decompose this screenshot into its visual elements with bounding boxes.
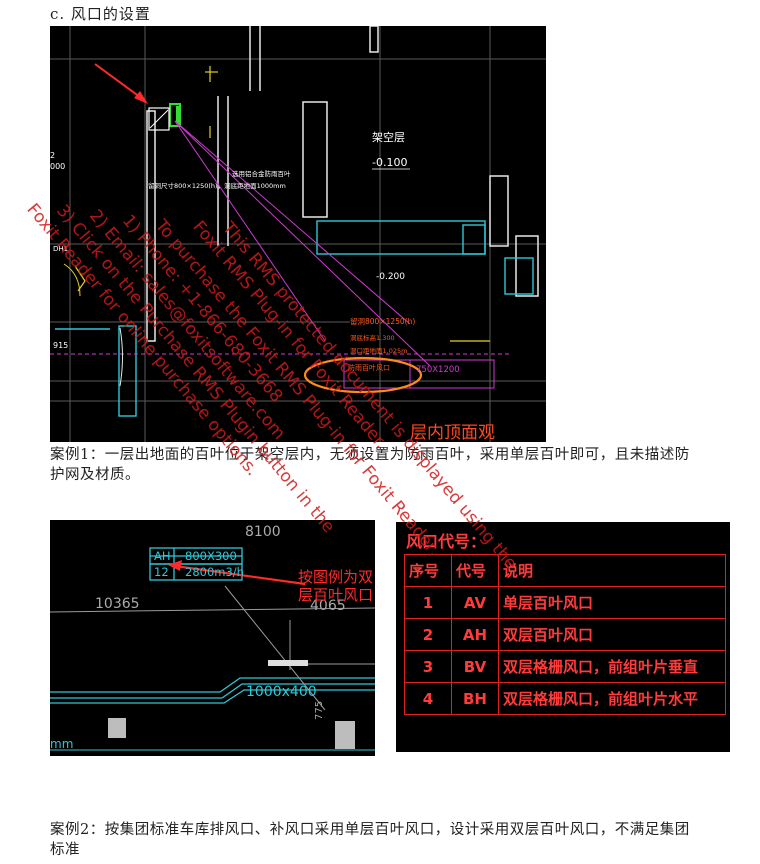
note-louver-type: 选用铝合金防雨百叶	[232, 169, 291, 178]
left-label-000: 000	[50, 162, 65, 171]
left-label-2: 2	[50, 151, 55, 160]
header-code: 代号	[451, 554, 499, 587]
row-description: 单层百叶风口	[498, 586, 726, 619]
row-code: BH	[451, 682, 499, 715]
table-row: 3 BV 双层格栅风口，前组叶片垂直	[404, 650, 726, 683]
dimension-right: 4065	[310, 598, 346, 614]
case-1-text: 案例1：一层出地面的百叶位于架空层内，无须设置为防雨百叶，采用单层百叶即可，且未…	[50, 447, 690, 483]
note-opening-height: 洞口距地面1.025m	[350, 346, 407, 355]
cad-drawing-2: AH 800X300 12 2800m3/h 10365 4065 8100 1…	[50, 520, 375, 756]
cad-drawing-1: 架空层 -0.100 -0.200 选用铝合金防雨百叶 留洞尺寸800×1250…	[50, 26, 546, 442]
note-opening-size: 留洞尺寸800×1250(h)，洞底距地面1000mm	[148, 181, 286, 190]
tag-number: 12	[154, 565, 169, 579]
table-row: 4 BH 双层格栅风口，前组叶片水平	[404, 682, 726, 715]
left-label-915: 915	[53, 341, 68, 350]
header-description: 说明	[498, 554, 726, 587]
note-opening: 留洞800×1250(h)	[350, 316, 415, 326]
section-heading: c. 风口的设置	[50, 5, 151, 23]
annotation-line-2: 层百叶风口	[298, 586, 373, 604]
legend-header-row: 序号 代号 说明	[404, 554, 726, 587]
tag-size: 800X300	[185, 549, 237, 563]
row-number: 2	[404, 618, 452, 651]
tag-airflow: 2800m3/h	[185, 565, 244, 579]
case-2-text: 案例2：按集团标准车库排风口、补风口采用单层百叶风口，设计采用双层百叶风口，不满…	[50, 822, 690, 858]
row-description: 双层格栅风口，前组叶片垂直	[498, 650, 726, 683]
row-number: 3	[404, 650, 452, 683]
row-code: AH	[451, 618, 499, 651]
annotation-line-1: 按图例为双	[298, 568, 373, 586]
note-bottom-elevation: 洞底标高1.300	[350, 333, 395, 342]
duct-size-label-2: 1000x400	[246, 684, 317, 700]
bottom-cut-text: 层内顶面观	[410, 423, 495, 442]
row-code: AV	[451, 586, 499, 619]
level-label-2: -0.200	[376, 272, 405, 282]
header-number: 序号	[404, 554, 452, 587]
unit-label: mm	[50, 737, 73, 751]
dimension-left: 10365	[95, 596, 140, 612]
legend-title: 风口代号：	[406, 532, 487, 551]
row-code: BV	[451, 650, 499, 683]
left-label-dh1: DH1	[53, 245, 68, 253]
dimension-top: 8100	[245, 524, 281, 540]
floor-label: 架空层	[372, 130, 405, 144]
row-description: 双层百叶风口	[498, 618, 726, 651]
note-rain-louver: 防雨百叶风口	[348, 363, 390, 372]
table-row: 1 AV 单层百叶风口	[404, 586, 726, 619]
vent-code-legend: 风口代号： 序号 代号 说明 1 AV 单层百叶风口 2 AH 双层百叶风口 3…	[396, 522, 730, 752]
row-description: 双层格栅风口，前组叶片水平	[498, 682, 726, 715]
table-row: 2 AH 双层百叶风口	[404, 618, 726, 651]
row-number: 4	[404, 682, 452, 715]
level-label-1: -0.100	[372, 156, 407, 169]
duct-size-label: 750X1200	[416, 365, 460, 375]
legend-table: 序号 代号 说明 1 AV 单层百叶风口 2 AH 双层百叶风口 3 BV 双层…	[404, 554, 726, 715]
vertical-dimension: 775	[314, 701, 325, 720]
row-number: 1	[404, 586, 452, 619]
tag-code: AH	[154, 549, 171, 563]
